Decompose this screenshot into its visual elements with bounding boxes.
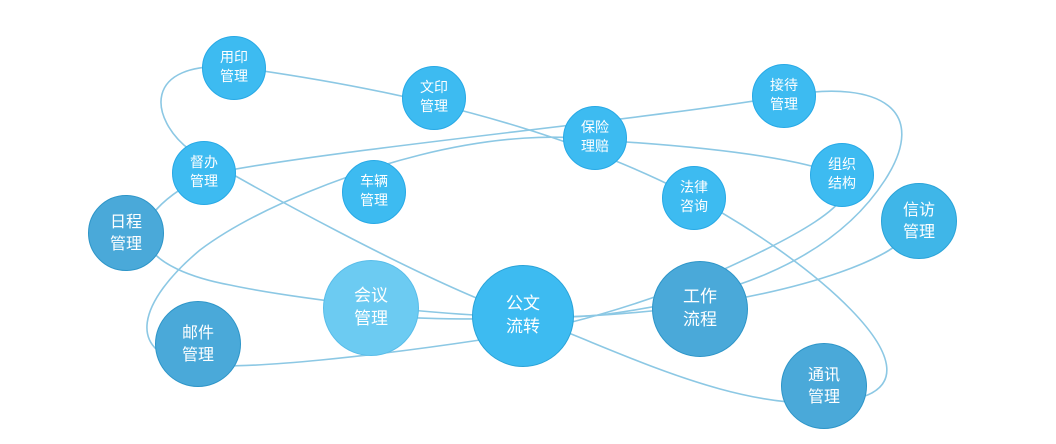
node-youjian[interactable]: 邮件 管理 (155, 301, 241, 387)
node-falv-line1: 法律 (680, 180, 708, 197)
node-huiyi[interactable]: 会议 管理 (323, 260, 419, 356)
node-yongyin-line1: 用印 (220, 50, 248, 67)
node-tongxun[interactable]: 通讯 管理 (781, 343, 867, 429)
node-jiedai[interactable]: 接待 管理 (752, 64, 816, 128)
node-youjian-line1: 邮件 (181, 323, 214, 343)
node-falv[interactable]: 法律 咨询 (662, 166, 726, 230)
node-youjian-line2: 管理 (181, 345, 214, 364)
node-baoxian-line2: 理赔 (581, 139, 609, 155)
node-yongyin-line2: 管理 (220, 69, 248, 85)
node-jiedai-line2: 管理 (770, 97, 798, 113)
node-cheliang-line1: 车辆 (360, 174, 388, 191)
node-gongwen-line1: 公文 (506, 294, 540, 315)
node-gongzuo-line1: 工作 (683, 287, 717, 308)
node-duban-line1: 督办 (190, 155, 218, 172)
orbit-ellipse-d (369, 224, 916, 320)
node-yongyin[interactable]: 用印 管理 (202, 36, 266, 100)
node-zuzhi[interactable]: 组织 结构 (810, 143, 874, 207)
node-cheliang[interactable]: 车辆 管理 (342, 160, 406, 224)
node-wenyin-line2: 管理 (420, 99, 448, 115)
node-baoxian-line1: 保险 (581, 120, 609, 137)
node-cheliang-line2: 管理 (360, 193, 388, 209)
node-jiedai-line1: 接待 (770, 78, 798, 95)
node-tongxun-line1: 通讯 (807, 365, 840, 385)
node-wenyin[interactable]: 文印 管理 (402, 66, 466, 130)
node-duban-line2: 管理 (190, 174, 218, 190)
node-wenyin-line1: 文印 (420, 80, 448, 97)
node-duban[interactable]: 督办 管理 (172, 141, 236, 205)
node-gongwen-line2: 流转 (506, 317, 540, 337)
node-baoxian[interactable]: 保险 理赔 (563, 106, 627, 170)
node-richeng-line1: 日程 (109, 212, 142, 232)
node-gongwen[interactable]: 公文 流转 (472, 265, 574, 367)
node-huiyi-line1: 会议 (354, 286, 388, 307)
node-gongzuo[interactable]: 工作 流程 (652, 261, 748, 357)
node-huiyi-line2: 管理 (354, 309, 388, 329)
node-xinfang[interactable]: 信访 管理 (881, 183, 957, 259)
node-tongxun-line2: 管理 (807, 387, 840, 406)
node-zuzhi-line2: 结构 (828, 176, 856, 192)
node-falv-line2: 咨询 (680, 199, 708, 215)
node-richeng[interactable]: 日程 管理 (88, 195, 164, 271)
node-xinfang-line2: 管理 (902, 222, 935, 241)
node-richeng-line2: 管理 (109, 234, 142, 253)
node-zuzhi-line1: 组织 (828, 157, 856, 174)
node-xinfang-line1: 信访 (902, 200, 935, 220)
node-gongzuo-line2: 流程 (683, 310, 717, 330)
